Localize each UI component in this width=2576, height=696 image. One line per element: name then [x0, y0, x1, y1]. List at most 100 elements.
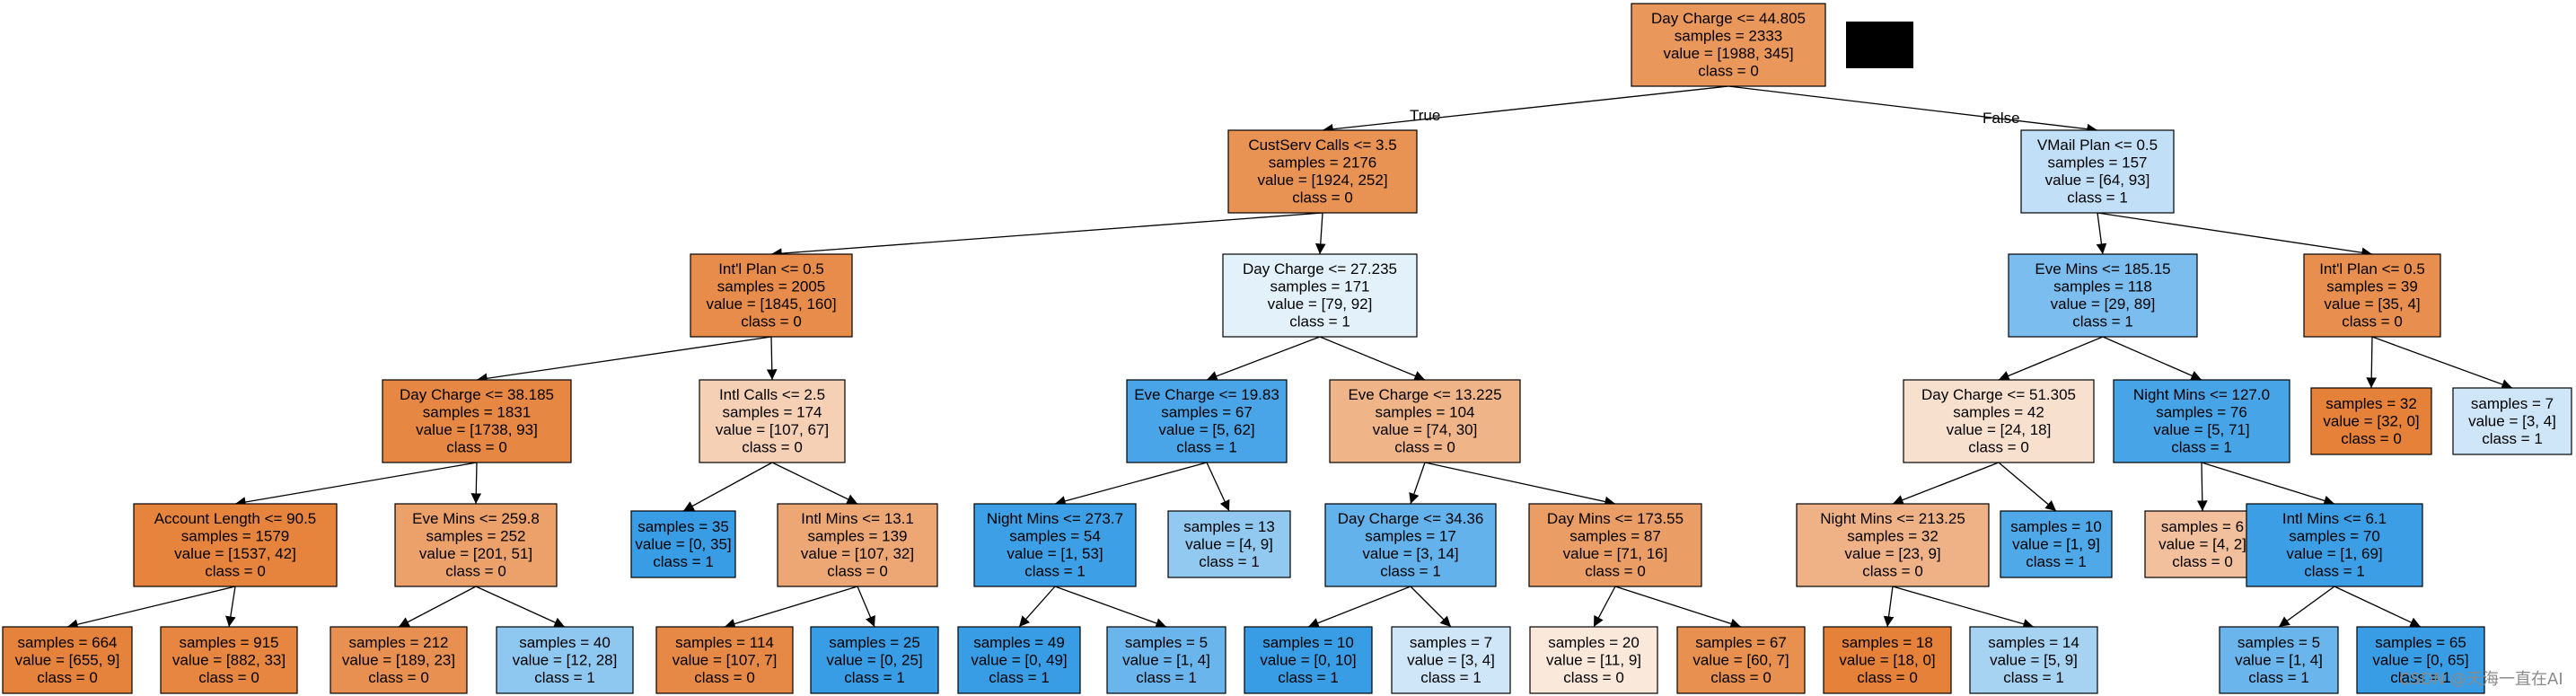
tree-node-line: samples = 171: [1270, 278, 1369, 295]
tree-node-line: samples = 118: [2053, 278, 2152, 295]
tree-node-line: value = [35, 4]: [2324, 295, 2420, 313]
tree-node-line: value = [29, 89]: [2051, 295, 2156, 313]
tree-edge-n26-n41: [2278, 586, 2335, 628]
tree-node-line: value = [74, 30]: [1373, 421, 1478, 438]
tree-node-line: value = [18, 0]: [1839, 651, 1935, 668]
tree-node-box: [1529, 626, 1658, 694]
tree-edge-n2-n6: [2097, 212, 2373, 259]
tree-edge-n5-n12: [2102, 336, 2202, 381]
tree-node-line: class = 0: [368, 669, 429, 686]
tree-edge-n1-n4: [1314, 212, 1326, 255]
tree-edge-n18-n32: [857, 586, 875, 628]
tree-node-line: samples = 87: [1569, 528, 1661, 545]
tree-node-line: Eve Mins <= 185.15: [2035, 260, 2170, 278]
tree-node-box: [699, 379, 846, 463]
tree-node-line: value = [201, 51]: [419, 545, 532, 562]
tree-node-box: [957, 626, 1081, 694]
tree-edge-n19-n34: [1054, 586, 1167, 629]
tree-node-line: samples = 174: [722, 404, 822, 421]
tree-node-line: samples = 17: [1365, 528, 1456, 545]
tree-node-line: samples = 2005: [717, 278, 826, 295]
tree-node-line: class = 0: [446, 439, 507, 456]
tree-node-line: value = [1, 4]: [2235, 651, 2323, 668]
tree-node-box: [1391, 626, 1511, 694]
tree-node-line: class = 0: [694, 669, 755, 686]
watermark-text: CSDN @天海一直在AI: [2399, 670, 2563, 689]
tree-node-line: class = 0: [1698, 63, 1759, 80]
tree-node-line: class = 1: [1278, 669, 1339, 686]
tree-node-box: [1244, 626, 1373, 694]
tree-node-line: samples = 5: [2238, 634, 2320, 651]
tree-node-box: [973, 503, 1137, 587]
tree-node-box: [2144, 510, 2261, 578]
tree-node-line: value = [5, 9]: [1990, 651, 2078, 668]
tree-node-line: value = [24, 18]: [1947, 421, 2052, 438]
tree-node-line: Intl Mins <= 13.1: [801, 510, 914, 527]
tree-node-line: samples = 18: [1842, 634, 1933, 651]
tree-node-box: [810, 626, 939, 694]
tree-edge-n22-n38: [1614, 586, 1742, 629]
tree-edge-n15-n28: [225, 586, 236, 628]
tree-node-line: class = 0: [1563, 669, 1624, 686]
tree-node-line: class = 1: [1024, 563, 1086, 580]
false-edge-label: False: [1983, 110, 2020, 127]
tree-node-line: class = 0: [37, 669, 98, 686]
tree-node-line: class = 0: [1292, 189, 1353, 207]
tree-node-line: class = 0: [1710, 669, 1772, 686]
tree-edge-n16-n30: [475, 586, 566, 628]
tree-node-line: samples = 70: [2289, 528, 2380, 545]
tree-edge-n5-n11: [1998, 336, 2104, 381]
redaction-block: [1846, 22, 1913, 68]
tree-node-line: samples = 10: [1262, 634, 1354, 651]
tree-node-line: class = 1: [2171, 439, 2232, 456]
tree-node-line: Eve Mins <= 259.8: [412, 510, 540, 527]
tree-node-line: samples = 6: [2161, 518, 2244, 535]
tree-edge-n18-n31: [724, 586, 858, 630]
tree-node-line: value = [0, 25]: [826, 651, 922, 668]
tree-node-line: Day Mins <= 173.55: [1547, 510, 1684, 527]
tree-node-line: class = 1: [989, 669, 1050, 686]
tree-node-line: samples = 2176: [1269, 154, 1377, 172]
tree-node-line: class = 0: [1862, 563, 1923, 580]
tree-node-line: samples = 67: [1695, 634, 1787, 651]
tree-node-box: [2303, 253, 2441, 338]
tree-node-line: samples = 40: [519, 634, 611, 651]
tree-node-box: [1903, 379, 2095, 463]
tree-node-line: value = [1537, 42]: [174, 545, 296, 562]
tree-edge-n7-n15: [234, 462, 478, 507]
tree-node-line: samples = 139: [807, 528, 907, 545]
tree-node-line: Eve Charge <= 13.225: [1348, 386, 1501, 403]
tree-node-box: [777, 503, 938, 587]
tree-node-box: [2, 626, 133, 694]
tree-node-line: samples = 1579: [181, 528, 290, 545]
tree-node-line: Night Mins <= 273.7: [987, 510, 1123, 527]
tree-edge-n23-n39: [1883, 586, 1895, 628]
tree-edge-n12-n26: [2201, 462, 2335, 507]
tree-node-box: [2113, 379, 2290, 463]
tree-node-line: value = [5, 71]: [2153, 421, 2249, 438]
tree-node-line: samples = 65: [2375, 634, 2466, 651]
tree-node-line: samples = 157: [2047, 154, 2147, 172]
tree-node-line: class = 1: [2390, 669, 2451, 686]
tree-node-line: value = [655, 9]: [15, 651, 120, 668]
tree-edge-n21-n35: [1307, 586, 1411, 629]
tree-edge-n9-n19: [1054, 462, 1208, 507]
tree-edge-n26-n42: [2334, 586, 2422, 628]
tree-node-line: samples = 104: [1375, 404, 1474, 421]
tree-node-line: value = [64, 93]: [2045, 172, 2150, 189]
tree-node-line: samples = 76: [2156, 404, 2247, 421]
